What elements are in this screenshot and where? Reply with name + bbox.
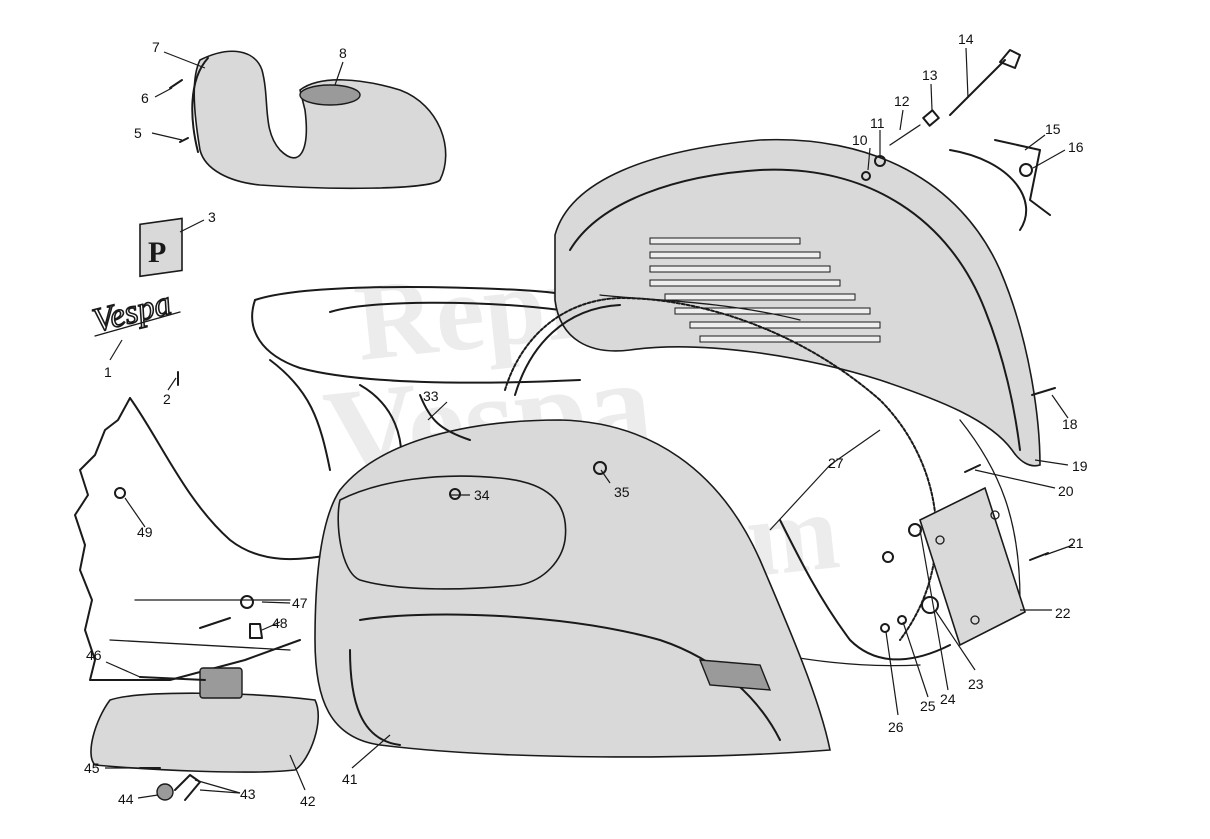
callout-27: 27 [828,455,844,471]
callout-25: 25 [920,698,936,714]
callout-13: 13 [922,67,938,83]
small-hardware [114,49,1056,801]
callout-47: 47 [292,595,308,611]
callout-5: 5 [134,125,142,141]
vespa-script-emblem: Vespa [88,284,181,341]
callout-1: 1 [104,364,112,380]
callout-26: 26 [888,719,904,735]
emblem-script: Vespa [89,285,175,340]
callout-20: 20 [1058,483,1074,499]
badge-part: P [139,217,183,278]
callout-24: 24 [940,691,956,707]
horn-cover-assembly [191,50,447,190]
badge-letter: P [148,236,166,269]
callout-41: 41 [342,771,358,787]
right-side-cowl [554,138,1041,467]
callout-33: 33 [423,388,439,404]
leg-shield-section [74,397,331,681]
callout-15: 15 [1045,121,1061,137]
callout-8: 8 [339,45,347,61]
lower-panel [90,667,319,773]
cowl-vents [649,237,881,343]
callout-44: 44 [118,791,134,807]
callout-16: 16 [1068,139,1084,155]
callout-3: 3 [208,209,216,225]
number-plate [919,486,1026,647]
callout-labels: 7 8 6 5 3 1 2 10 11 12 13 14 15 16 18 19… [84,31,1088,809]
callout-10: 10 [852,132,868,148]
callout-48: 48 [272,615,288,631]
callout-23: 23 [968,676,984,692]
callout-22: 22 [1055,605,1071,621]
callout-11: 11 [870,115,885,131]
callout-46: 46 [86,647,102,663]
callout-21: 21 [1068,535,1084,551]
callout-35: 35 [614,484,630,500]
callout-34: 34 [474,487,490,503]
callout-14: 14 [958,31,974,47]
left-side-cowl [314,419,831,758]
callout-43: 43 [240,786,256,802]
callout-45: 45 [84,760,100,776]
callout-18: 18 [1062,416,1078,432]
callout-7: 7 [152,39,160,55]
callout-2: 2 [163,391,171,407]
callout-19: 19 [1072,458,1088,474]
callout-12: 12 [894,93,910,109]
callout-42: 42 [300,793,316,809]
callout-49: 49 [137,524,153,540]
callout-6: 6 [141,90,149,106]
leader-lines [105,47,1074,799]
